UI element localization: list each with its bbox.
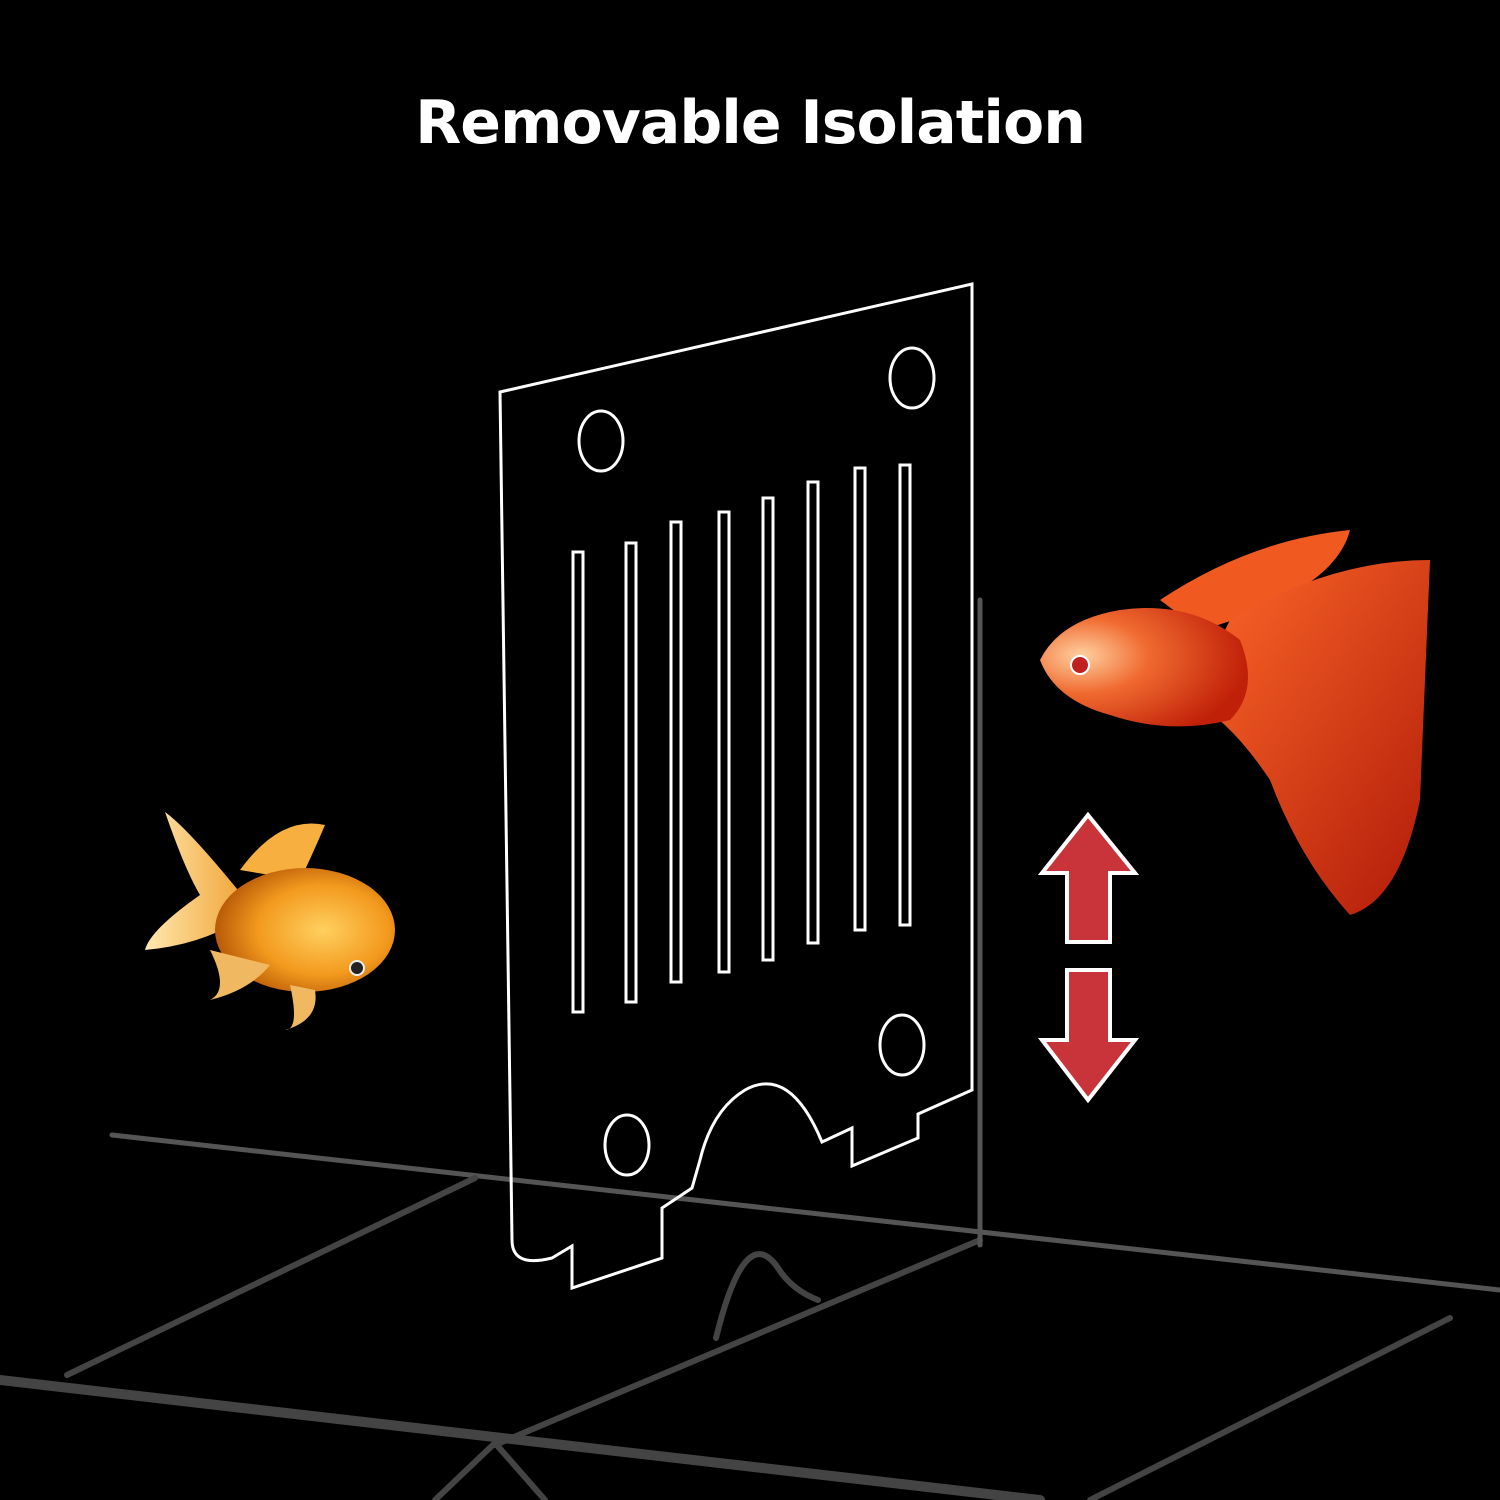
down-arrow-icon [1037, 968, 1140, 1104]
headline: Removable Isolation [415, 88, 1086, 158]
water-slots [571, 463, 912, 1014]
divider-panel [498, 282, 974, 1291]
goldfish [145, 812, 395, 1030]
up-arrow-icon [1037, 811, 1140, 944]
tank-floor-lines [0, 597, 1500, 1500]
guppy [1040, 530, 1430, 915]
mounting-holes [577, 346, 936, 1177]
